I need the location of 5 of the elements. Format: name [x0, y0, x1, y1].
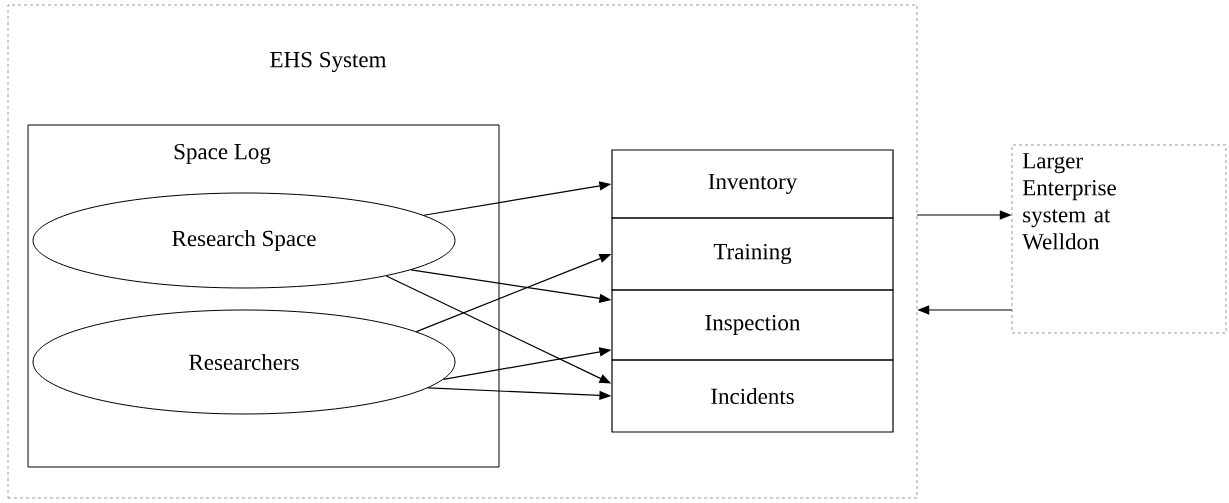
module-box: Incidents: [611, 359, 894, 433]
module-box: Training: [611, 217, 894, 291]
module-box: Inventory: [611, 149, 894, 219]
external-system-box: Larger Enterprise system at Welldon: [1011, 144, 1227, 334]
module-box: Inspection: [611, 289, 894, 361]
